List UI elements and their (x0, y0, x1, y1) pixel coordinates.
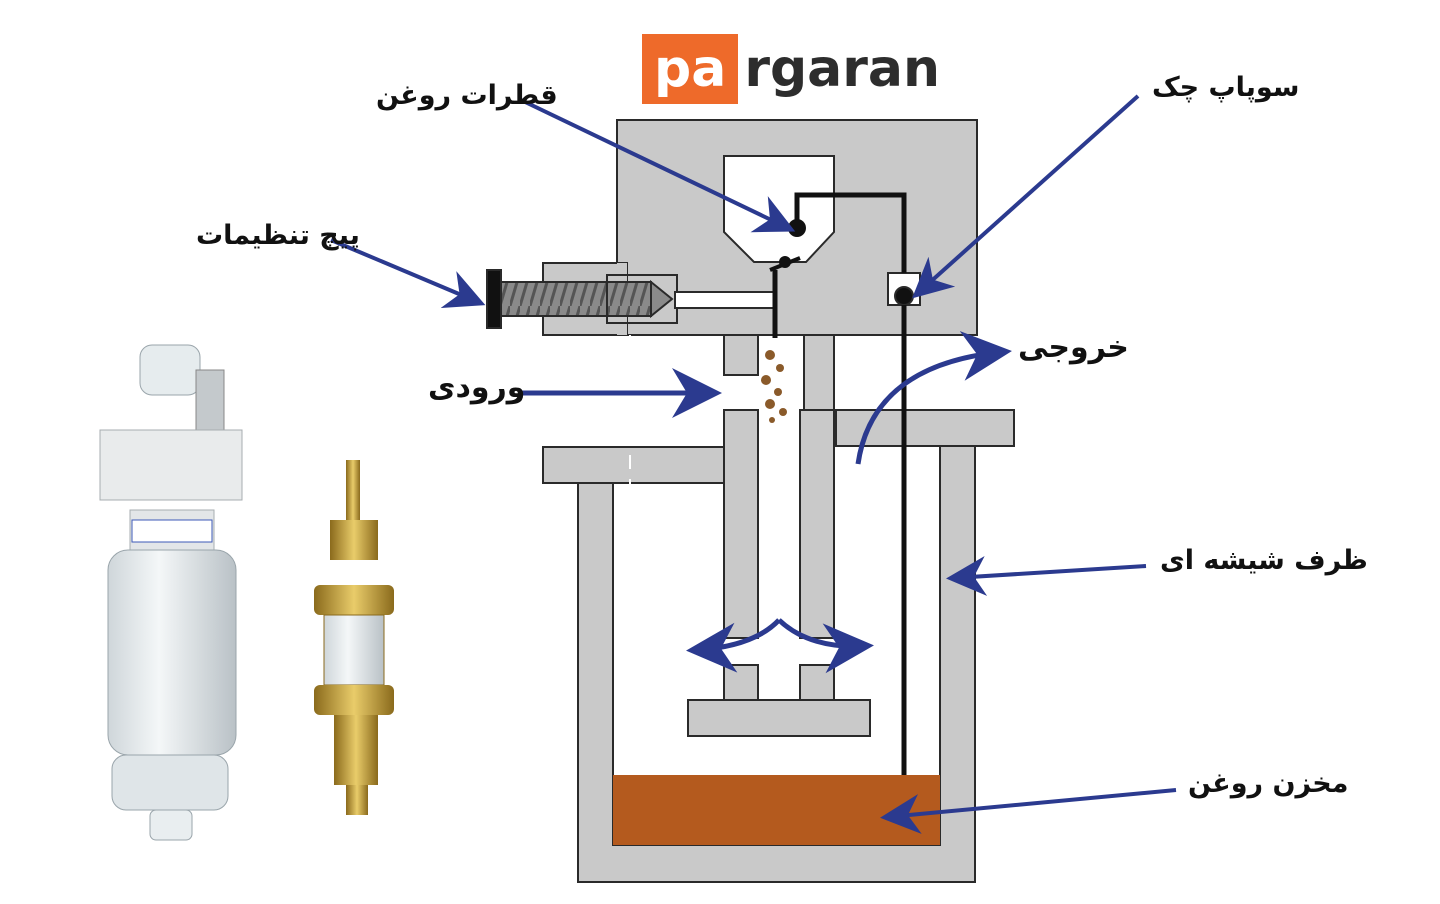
bowl-flow-arrow-left (686, 618, 781, 673)
oil-drops-pointer (520, 98, 796, 233)
inner-tube-left (723, 409, 759, 639)
outlet-flow-arrow (855, 331, 1012, 465)
oil-level (613, 775, 940, 845)
flow-arrows (522, 331, 1012, 674)
oil-drop (788, 219, 806, 237)
oil-reservoir-pointer (880, 788, 1177, 834)
label-inlet: ورودی (428, 370, 526, 405)
lubricator-schematic (486, 119, 1015, 883)
sight-glass-fitting-image (314, 460, 394, 815)
outlet-passage (803, 334, 835, 413)
baffle-plate (687, 699, 871, 737)
glass-bowl (577, 445, 976, 883)
oil-mist (761, 350, 787, 423)
adjust-screw-pointer (330, 238, 486, 308)
label-check-valve: سوپاپ چک (1152, 72, 1300, 103)
logo-prefix: pa (642, 34, 739, 104)
inlet-nozzle (723, 334, 759, 376)
logo-suffix: rgaran (744, 39, 941, 99)
label-outlet: خروجی (1018, 330, 1129, 365)
label-oil-reservoir: مخزن روغن (1188, 768, 1349, 799)
glass-bowl-pointer (946, 556, 1147, 596)
adjust-screw-knob (486, 269, 502, 329)
inner-tube-right (799, 409, 835, 639)
label-pointers (330, 94, 1177, 834)
label-oil-drops: قطرات روغن (376, 80, 558, 111)
label-glass-bowl: ظرف شیشه ای (1160, 545, 1368, 576)
pargaran-logo: pa rgaran (642, 34, 940, 104)
lubricator-product-image (99, 344, 243, 841)
label-adjust-screw: پیچ تنظیمات (196, 220, 360, 251)
adjust-screw-thread (500, 281, 652, 317)
bowl-flow-arrow-right (777, 618, 874, 674)
bowl-flange-left (542, 446, 727, 484)
sight-dome (723, 155, 835, 263)
check-valve-pointer (912, 94, 1140, 299)
